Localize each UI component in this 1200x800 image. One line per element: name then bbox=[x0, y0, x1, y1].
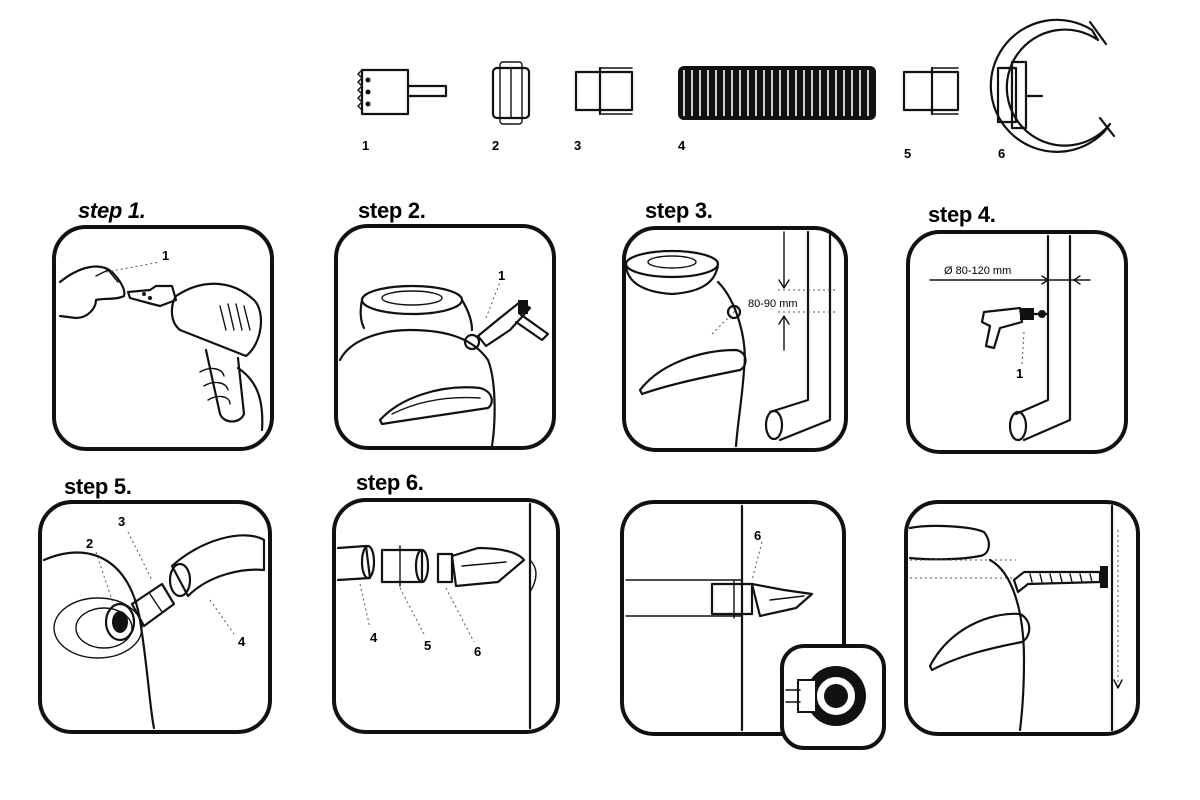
step-5-panel: 2 3 4 bbox=[38, 500, 272, 734]
step-6-callout-5: 5 bbox=[424, 638, 431, 653]
dimension-arrows bbox=[929, 275, 1091, 285]
part-4-corrugated-hose: 4 bbox=[678, 66, 876, 153]
step-4-panel: Ø 80-120 mm 1 bbox=[906, 230, 1128, 454]
step-4-dimension: Ø 80-120 mm bbox=[944, 265, 1011, 277]
step-4-callout-1: 1 bbox=[1016, 366, 1023, 381]
downpipe-icon bbox=[528, 502, 537, 730]
step-2-title: step 2. bbox=[358, 198, 426, 223]
step-1-title: step 1. bbox=[78, 198, 146, 223]
part-1-hole-saw: 1 bbox=[357, 68, 448, 153]
step-5-title: step 5. bbox=[64, 474, 132, 499]
step-6-panel: 4 5 6 bbox=[332, 498, 560, 734]
corrugated-hose-icon bbox=[1012, 566, 1108, 594]
step-1-callout-1: 1 bbox=[162, 248, 169, 263]
drill-small-icon bbox=[980, 306, 1050, 350]
part-label-5: 5 bbox=[904, 146, 911, 161]
step-2-callout-1: 1 bbox=[498, 268, 505, 283]
step-7-panel: 6 bbox=[620, 500, 886, 750]
step-3-title: step 3. bbox=[645, 198, 713, 223]
downpipe-clamp-icon bbox=[989, 18, 1116, 153]
adapter-connector-icon bbox=[380, 545, 430, 587]
part-label-2: 2 bbox=[492, 138, 499, 153]
hole-saw-icon bbox=[357, 68, 448, 116]
part-label-3: 3 bbox=[574, 138, 581, 153]
part-label-4: 4 bbox=[678, 138, 686, 153]
step-6-callout-4: 4 bbox=[370, 630, 378, 645]
step-5-callout-3: 3 bbox=[118, 514, 125, 529]
inset-detail bbox=[780, 644, 886, 750]
part-label-6: 6 bbox=[998, 146, 1005, 161]
hand-icon bbox=[58, 265, 126, 320]
step-8-panel bbox=[904, 500, 1140, 736]
downpipe-icon bbox=[1110, 504, 1123, 732]
seal-ring-icon bbox=[104, 602, 136, 642]
parts-row: 1 2 3 4 bbox=[357, 18, 1116, 161]
dimension-arrows bbox=[778, 231, 836, 351]
adapter-connector-icon bbox=[902, 66, 960, 116]
step-3-dimension: 80-90 mm bbox=[748, 298, 798, 310]
step-6-title: step 6. bbox=[356, 470, 424, 495]
part-2-seal-ring: 2 bbox=[491, 61, 531, 153]
downpipe-icon bbox=[1008, 234, 1072, 442]
step-3-panel: 80-90 mm bbox=[622, 226, 848, 452]
step-5-callout-2: 2 bbox=[86, 536, 93, 551]
adapter-connector-icon bbox=[130, 582, 176, 628]
step-7-callout-6: 6 bbox=[754, 528, 761, 543]
corrugated-hose-icon bbox=[678, 66, 876, 120]
part-3-adapter: 3 bbox=[574, 66, 634, 153]
downpipe-icon bbox=[764, 230, 832, 442]
downpipe-icon bbox=[625, 504, 744, 732]
adapter-connector-icon bbox=[574, 66, 634, 116]
rain-barrel-icon bbox=[338, 284, 496, 448]
part-6-downpipe-clamp: 6 bbox=[989, 18, 1116, 161]
corrugated-hose-icon bbox=[168, 534, 266, 598]
step-4-title: step 4. bbox=[928, 202, 996, 227]
step-1-panel: 1 bbox=[52, 225, 274, 451]
step-6-callout-6: 6 bbox=[474, 644, 481, 659]
rain-barrel-icon bbox=[624, 249, 747, 448]
step-5-callout-4: 4 bbox=[238, 634, 246, 649]
rain-barrel-icon bbox=[908, 524, 1031, 732]
drill-small-icon bbox=[463, 300, 550, 351]
seal-ring-icon bbox=[491, 61, 531, 125]
downpipe-clamp-icon bbox=[436, 546, 526, 588]
part-5-adapter: 5 bbox=[902, 66, 960, 161]
step-2-panel: 1 bbox=[334, 224, 556, 450]
part-label-1: 1 bbox=[362, 138, 369, 153]
downpipe-clamp-icon bbox=[710, 579, 814, 619]
corrugated-hose-icon bbox=[336, 544, 376, 582]
drill-icon bbox=[126, 282, 264, 432]
